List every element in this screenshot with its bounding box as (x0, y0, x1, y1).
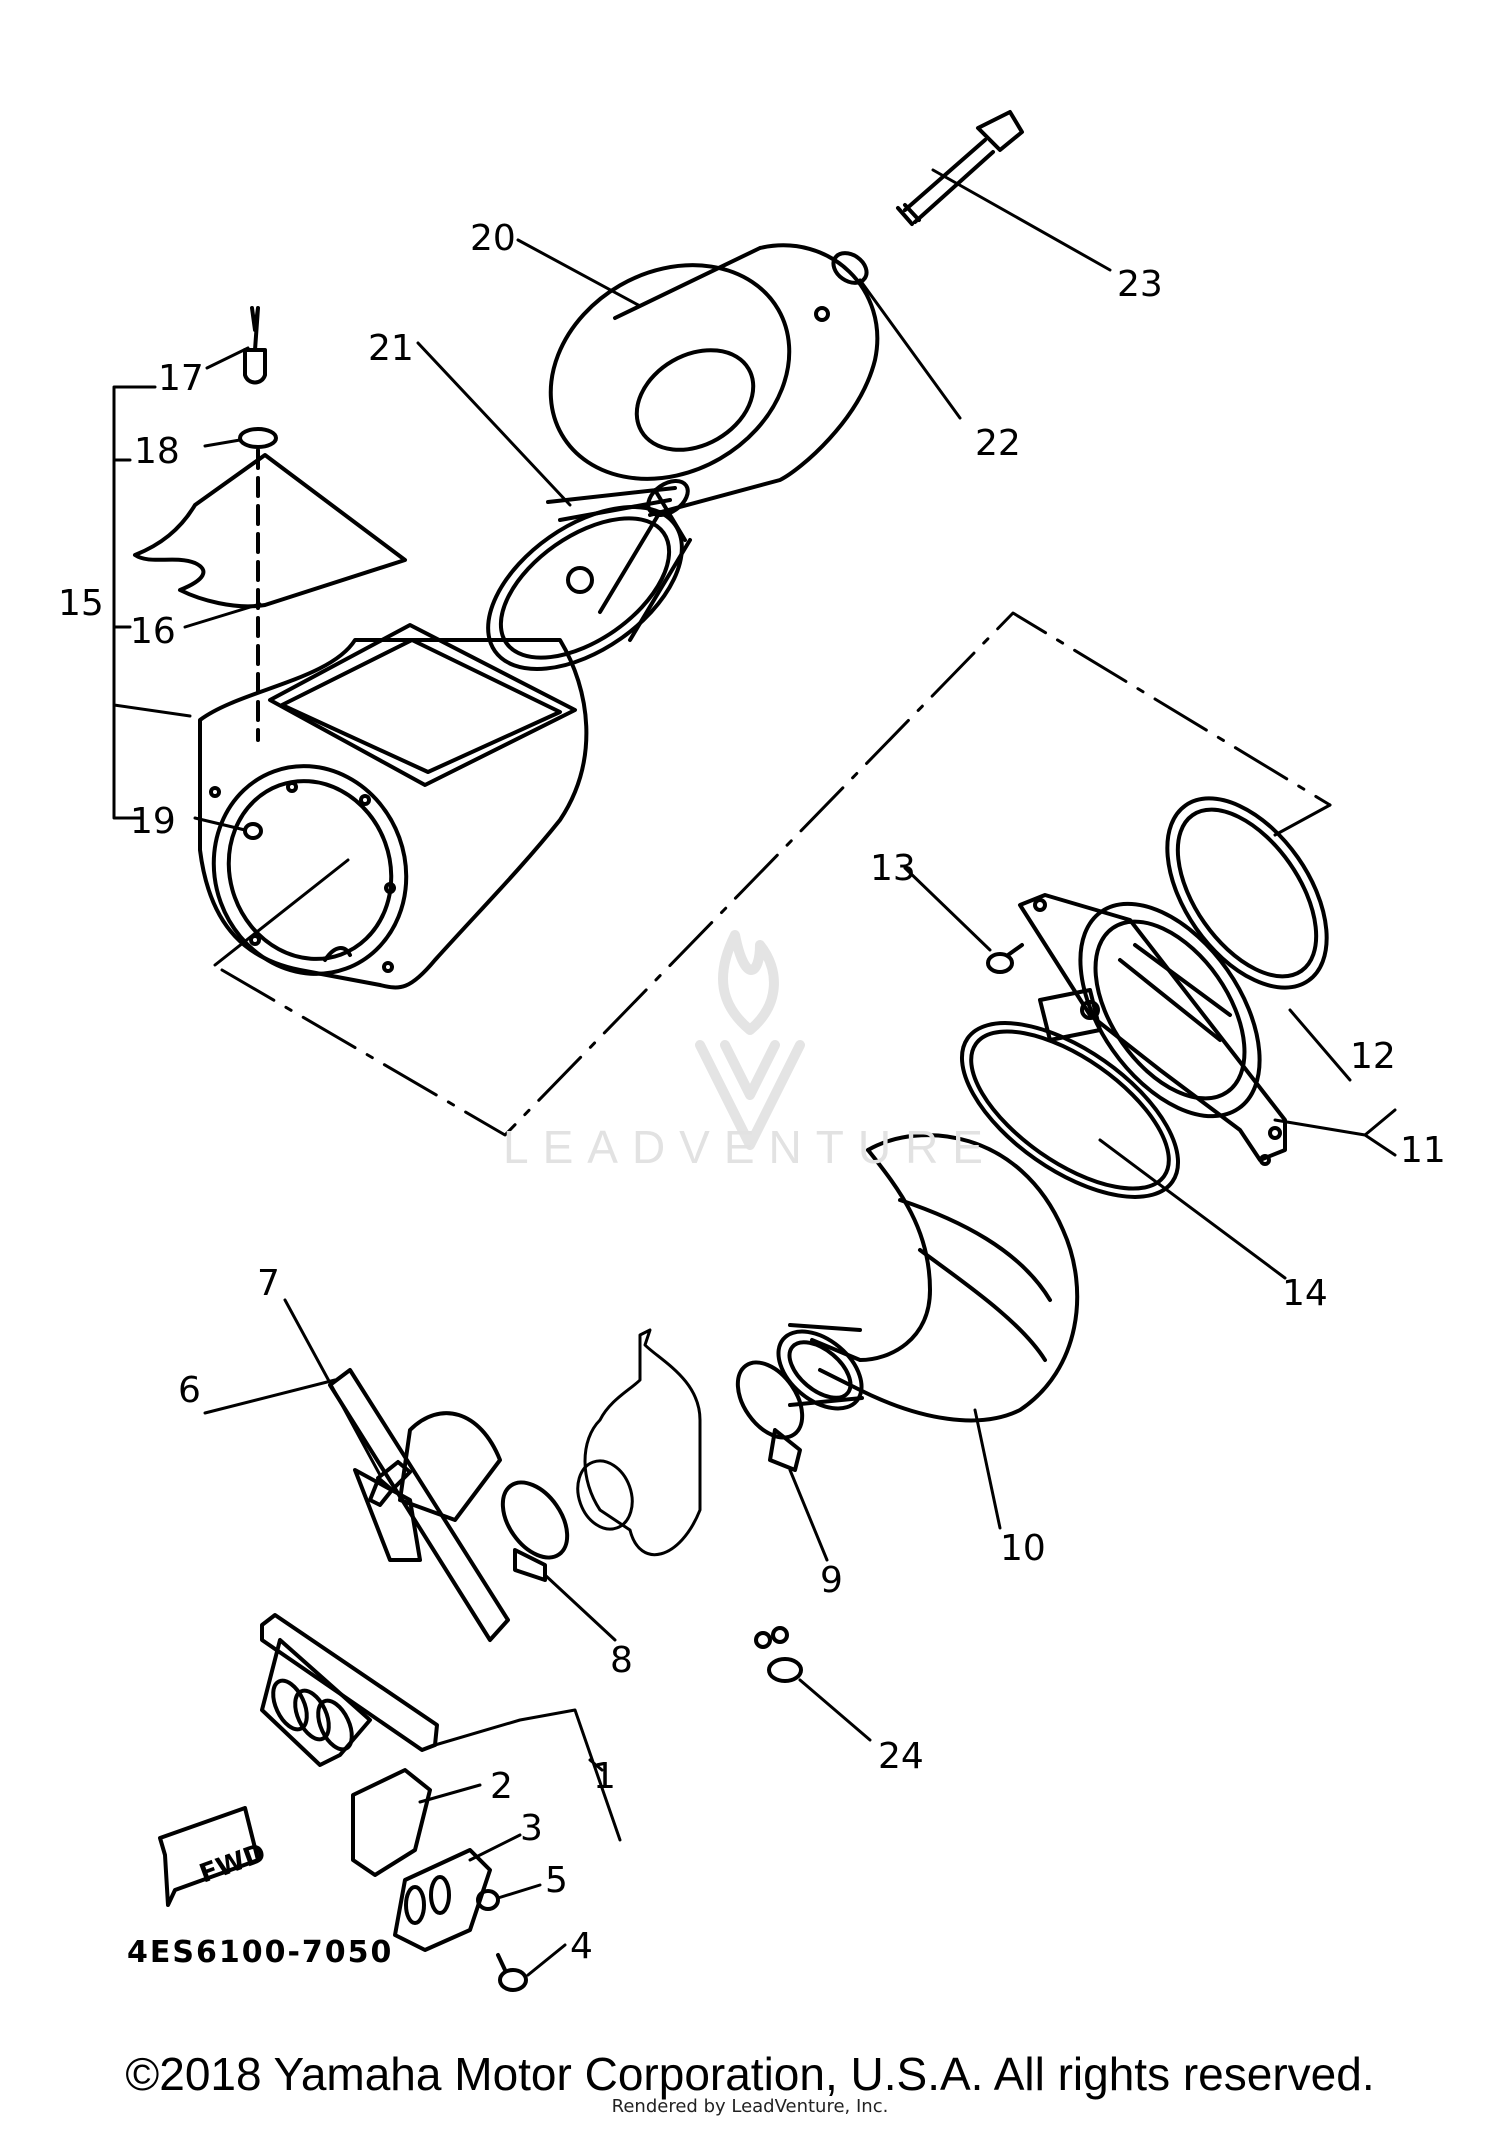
callout-20: 20 (470, 218, 516, 259)
drawing-code: 4ES6100-7050 (127, 1935, 394, 1970)
part-8-clamp[interactable] (490, 1471, 581, 1582)
copyright-notice: ©2018 Yamaha Motor Corporation, U.S.A. A… (125, 2048, 1375, 2100)
callout-24: 24 (878, 1736, 924, 1777)
part-2-reed[interactable] (351, 1768, 432, 1877)
part-9-clamp[interactable] (725, 1351, 816, 1472)
carburetor-outline (576, 1328, 702, 1557)
callout-2: 2 (490, 1766, 513, 1807)
callout-14: 14 (1282, 1273, 1328, 1314)
part-24-clip[interactable] (754, 1626, 803, 1683)
rendered-by-credit: Rendered by LeadVenture, Inc. (611, 2096, 889, 2117)
callout-6: 6 (178, 1370, 201, 1411)
callout-4: 4 (570, 1926, 593, 1967)
part-3-reed-stopper[interactable] (393, 1848, 492, 1952)
watermark-logo (695, 930, 805, 1150)
part-17-rivet[interactable] (243, 306, 267, 385)
part-22-washer[interactable] (828, 247, 872, 289)
callout-13: 13 (870, 848, 916, 889)
callout-23: 23 (1117, 264, 1163, 305)
callout-8: 8 (610, 1640, 633, 1681)
callout-15: 15 (58, 583, 104, 624)
callout-1: 1 (593, 1756, 616, 1797)
callout-17: 17 (158, 358, 204, 399)
leader-lines (112, 168, 1397, 1977)
part-23-bolt[interactable] (896, 110, 1024, 226)
part-5-washer[interactable] (476, 1889, 500, 1911)
callout-21: 21 (368, 328, 414, 369)
part-10-joint-hose[interactable] (764, 1133, 1080, 1424)
part-6-manifold[interactable] (328, 1368, 510, 1642)
callout-12: 12 (1350, 1036, 1396, 1077)
part-11-joint[interactable] (1018, 872, 1296, 1166)
assembly-boundary (220, 611, 1332, 1137)
part-14-clamp[interactable] (933, 988, 1207, 1231)
part-12-gasket[interactable] (1135, 770, 1359, 1016)
callout-22: 22 (975, 423, 1021, 464)
part-16-plate[interactable] (133, 453, 407, 609)
callout-11: 11 (1400, 1130, 1446, 1171)
callout-7: 7 (257, 1263, 280, 1304)
part-15-air-cleaner-case[interactable] (185, 623, 589, 1001)
watermark-text: LEADVENTURE (503, 1121, 997, 1173)
part-13-screw[interactable] (986, 943, 1024, 974)
part-20-air-cleaner-element[interactable] (512, 223, 880, 521)
callout-5: 5 (545, 1860, 568, 1901)
callout-18: 18 (134, 431, 180, 472)
callout-9: 9 (820, 1560, 843, 1601)
callout-labels: 20 21 23 22 17 18 15 16 19 13 12 11 14 1… (58, 218, 1446, 1967)
fwd-label: FWD (196, 1838, 270, 1889)
part-18-washer[interactable] (238, 427, 278, 449)
callout-16: 16 (130, 611, 176, 652)
forward-arrow-icon (158, 1806, 260, 1907)
part-1-reed-valve[interactable] (260, 1613, 439, 1767)
callout-19: 19 (130, 801, 176, 842)
part-21-element-guide[interactable] (459, 474, 710, 702)
part-4-screw[interactable] (496, 1953, 528, 1992)
callout-3: 3 (520, 1808, 543, 1849)
callout-10: 10 (1000, 1528, 1046, 1569)
